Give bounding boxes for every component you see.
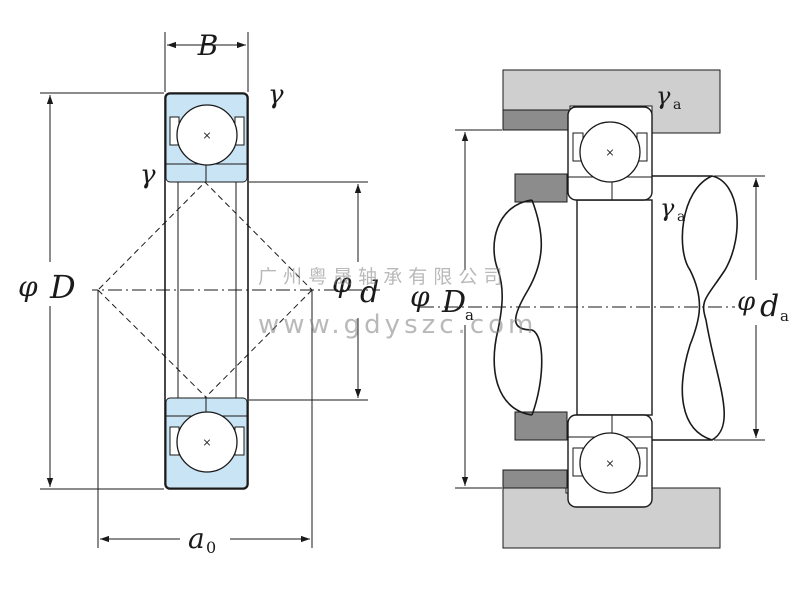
housing-shoulder-label-D: D [441,285,466,320]
housing-shoulder-dimension-Da: φ D a [410,129,502,489]
load-center-label-sub: 0 [206,538,216,557]
fillet-label-shaft: γ a [660,194,685,225]
mounted-top-ball-mark: × [605,146,614,159]
bottom-ball-center-mark: × [202,436,211,449]
mounted-bearing-top: × [567,106,653,201]
fillet-top-gamma: γ [656,82,671,110]
shaft-shoulder-phi: φ [737,287,756,317]
fillet-top-sub: a [673,97,681,113]
fillet-shaft-sub: a [677,209,685,225]
shaft-shoulder-dimension-da: φ d a [714,175,795,441]
right-mounting-view: × × φ D a φ [410,69,795,549]
load-center-label-a: a [188,522,205,555]
watermark-company: 广 州 粤 晟 轴 承 有 限 公 司 [258,266,502,288]
shaft-break-left [493,199,543,416]
bore-dimension-d: φ d [249,181,379,401]
chamfer-label-top: γ [268,80,284,110]
top-ring-section: × [165,93,248,183]
bottom-ring-section: × [165,397,248,489]
bottom-ball [176,411,238,473]
width-dimension-B: B [164,29,249,92]
fillet-label-top: γ a [656,82,681,113]
width-label-B: B [197,29,219,62]
top-ball-center-mark: × [202,129,211,142]
bore-phi: φ [332,266,352,299]
outer-diameter-label-D: D [49,268,76,306]
housing-shoulder-top [502,109,571,131]
housing-shoulder-label-sub: a [465,306,474,324]
shaft-shoulder-bottom [514,411,568,441]
bearing-outline [164,92,249,490]
bore-label-d: d [360,275,379,310]
chamfer-label-left: γ [140,160,156,190]
shaft-break-right [650,175,738,441]
mounted-bottom-ball-mark: × [605,457,614,470]
watermark: 广 州 粤 晟 轴 承 有 限 公 司 www.gdyszc.com [258,266,537,340]
shaft-shoulder-label-sub: a [780,307,789,325]
housing-shoulder-phi: φ [410,280,430,313]
top-ball [176,104,238,166]
housing-shoulder-bottom [502,469,568,489]
shaft-shoulder-label-d: d [760,289,779,324]
outer-diameter-dimension-D: φ D [14,92,164,490]
shaft-shoulder-top [514,173,568,203]
outer-diameter-phi: φ [18,270,38,303]
mounted-bearing-bottom: × [567,414,653,508]
left-bearing-view: × × B γ γ [14,29,380,557]
load-center-dimension-a0: a 0 [97,290,313,557]
fillet-shaft-gamma: γ [660,194,675,222]
watermark-url: www.gdyszc.com [258,310,537,340]
